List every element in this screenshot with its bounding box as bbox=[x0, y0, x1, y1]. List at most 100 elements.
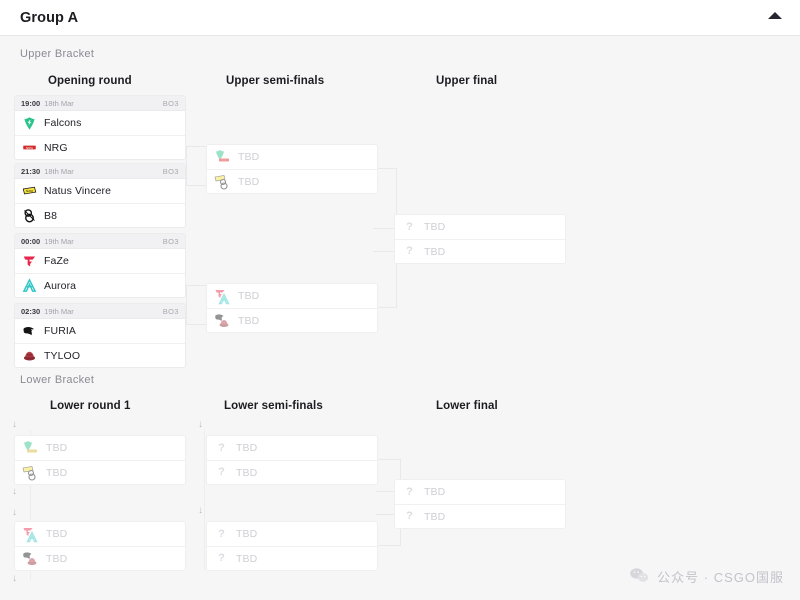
match-card[interactable]: TBD TBD bbox=[206, 144, 378, 194]
match-card[interactable]: ? TBD ? TBD bbox=[206, 435, 378, 485]
question-icon: ? bbox=[218, 552, 225, 564]
match-time: 19:00 bbox=[21, 98, 41, 108]
connector bbox=[186, 285, 210, 286]
team-row[interactable]: NRG NRG bbox=[15, 135, 185, 159]
match-card[interactable]: ? TBD ? TBD bbox=[394, 479, 566, 529]
team-row[interactable]: ? TBD bbox=[207, 522, 377, 546]
question-icon: ? bbox=[218, 441, 225, 454]
team-row[interactable]: Falcons bbox=[15, 111, 185, 135]
team-row[interactable]: ? TBD bbox=[395, 215, 565, 239]
navi-b8-stack bbox=[214, 173, 231, 190]
round-title-lower-round-1: Lower round 1 bbox=[50, 400, 131, 412]
connector bbox=[373, 251, 397, 252]
match-card[interactable]: ? TBD ? TBD bbox=[394, 214, 566, 264]
connector bbox=[186, 185, 210, 186]
round-title-lower-final: Lower final bbox=[436, 400, 498, 412]
nrg-logo: NRG bbox=[22, 140, 37, 155]
team-row[interactable]: B8 bbox=[15, 203, 185, 227]
bracket-guide-line bbox=[30, 430, 31, 580]
question-icon: ? bbox=[406, 485, 413, 498]
team-row[interactable]: TBD bbox=[15, 522, 185, 546]
falcons-nrg-stack bbox=[214, 149, 231, 166]
match-card[interactable]: TBD TBD bbox=[14, 521, 186, 571]
faze-logo bbox=[22, 254, 37, 269]
match-card[interactable]: 21:30 18th Mar BO3 NAVI Natus Vincere B8 bbox=[14, 163, 186, 228]
team-name: TBD bbox=[424, 486, 446, 498]
match-card[interactable]: 00:00 19th Mar BO3 FaZe Aurora bbox=[14, 233, 186, 298]
team-name: NRG bbox=[44, 141, 68, 154]
faze-aurora-stack bbox=[214, 288, 231, 305]
round-title-lower-semifinals: Lower semi-finals bbox=[224, 400, 323, 412]
match-date: 19th Mar bbox=[44, 236, 74, 246]
connector bbox=[186, 146, 210, 147]
team-row[interactable]: TBD bbox=[207, 145, 377, 169]
team-name: TBD bbox=[46, 466, 68, 479]
team-name: TBD bbox=[236, 528, 258, 540]
match-header: 19:00 18th Mar BO3 bbox=[15, 96, 185, 111]
team-row[interactable]: FURIA bbox=[15, 319, 185, 343]
match-date: 18th Mar bbox=[44, 166, 74, 176]
aurora-logo bbox=[22, 278, 37, 293]
team-name: TBD bbox=[238, 151, 260, 163]
match-card[interactable]: ? TBD ? TBD bbox=[206, 521, 378, 571]
match-card[interactable]: TBD TBD bbox=[206, 283, 378, 333]
team-row[interactable]: TBD bbox=[207, 308, 377, 332]
team-name: TBD bbox=[46, 442, 68, 454]
lower-bracket-label: Lower Bracket bbox=[20, 374, 95, 386]
team-name: TBD bbox=[424, 510, 446, 523]
team-row[interactable]: TYLOO bbox=[15, 343, 185, 367]
drop-arrow-icon: ↓ bbox=[12, 419, 17, 430]
round-title-opening: Opening round bbox=[48, 75, 132, 87]
team-row[interactable]: TBD bbox=[15, 460, 185, 484]
falcons-nrg-stack bbox=[22, 440, 39, 457]
drop-arrow-icon: ↓ bbox=[198, 505, 203, 516]
match-format: BO3 bbox=[162, 166, 179, 176]
match-date: 19th Mar bbox=[44, 306, 74, 316]
team-name: TBD bbox=[238, 314, 260, 327]
connector bbox=[374, 307, 396, 308]
watermark: 公众号 · CSGO国服 bbox=[629, 567, 784, 586]
question-icon: ? bbox=[406, 220, 413, 233]
team-row[interactable]: ? TBD bbox=[395, 480, 565, 504]
team-name: TBD bbox=[238, 175, 260, 188]
connector bbox=[186, 285, 187, 325]
team-row[interactable]: TBD bbox=[207, 169, 377, 193]
navi-b8-stack bbox=[22, 464, 39, 481]
team-row[interactable]: TBD bbox=[207, 284, 377, 308]
round-title-upper-semifinals: Upper semi-finals bbox=[226, 75, 325, 87]
team-row[interactable]: TBD bbox=[15, 436, 185, 460]
match-format: BO3 bbox=[162, 306, 179, 316]
chevron-up-icon[interactable] bbox=[768, 12, 782, 19]
team-row[interactable]: ? TBD bbox=[207, 460, 377, 484]
svg-text:NAVI: NAVI bbox=[26, 189, 33, 193]
team-row[interactable]: ? TBD bbox=[207, 546, 377, 570]
svg-text:NRG: NRG bbox=[26, 146, 33, 150]
team-row[interactable]: Aurora bbox=[15, 273, 185, 297]
match-header: 00:00 19th Mar BO3 bbox=[15, 234, 185, 249]
team-row[interactable]: NAVI Natus Vincere bbox=[15, 179, 185, 203]
connector bbox=[376, 514, 400, 515]
match-card[interactable]: 02:30 19th Mar BO3 FURIA TYLOO bbox=[14, 303, 186, 368]
drop-arrow-icon: ↓ bbox=[12, 573, 17, 584]
furia-tyloo-stack bbox=[214, 312, 231, 329]
wechat-icon bbox=[629, 567, 649, 586]
team-name: Falcons bbox=[44, 117, 82, 129]
team-row[interactable]: ? TBD bbox=[207, 436, 377, 460]
team-row[interactable]: ? TBD bbox=[395, 239, 565, 263]
group-header[interactable]: Group A bbox=[0, 0, 800, 36]
team-name: TBD bbox=[236, 552, 258, 565]
question-icon: ? bbox=[218, 466, 225, 478]
team-row[interactable]: FaZe bbox=[15, 249, 185, 273]
team-name: TBD bbox=[46, 528, 68, 540]
team-row[interactable]: ? TBD bbox=[395, 504, 565, 528]
connector bbox=[378, 459, 400, 460]
round-title-upper-final: Upper final bbox=[436, 75, 498, 87]
team-row[interactable]: TBD bbox=[15, 546, 185, 570]
connector bbox=[376, 491, 400, 492]
match-card[interactable]: TBD TBD bbox=[14, 435, 186, 485]
connector bbox=[373, 228, 397, 229]
watermark-text: 公众号 · CSGO国服 bbox=[657, 570, 784, 585]
faze-aurora-stack bbox=[22, 526, 39, 543]
match-card[interactable]: 19:00 18th Mar BO3 Falcons NRG NRG bbox=[14, 95, 186, 160]
